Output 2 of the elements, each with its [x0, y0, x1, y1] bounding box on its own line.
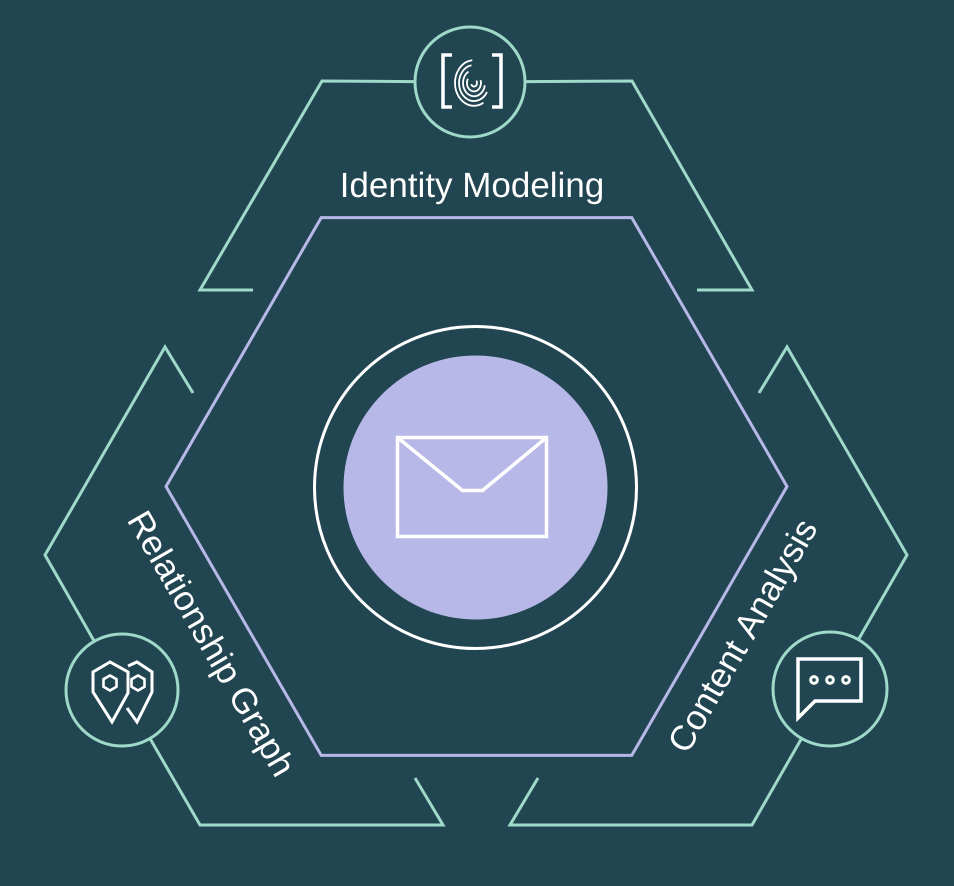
segment-band: Identity Modeling — [197, 79, 755, 292]
ringed-circle — [313, 324, 638, 650]
